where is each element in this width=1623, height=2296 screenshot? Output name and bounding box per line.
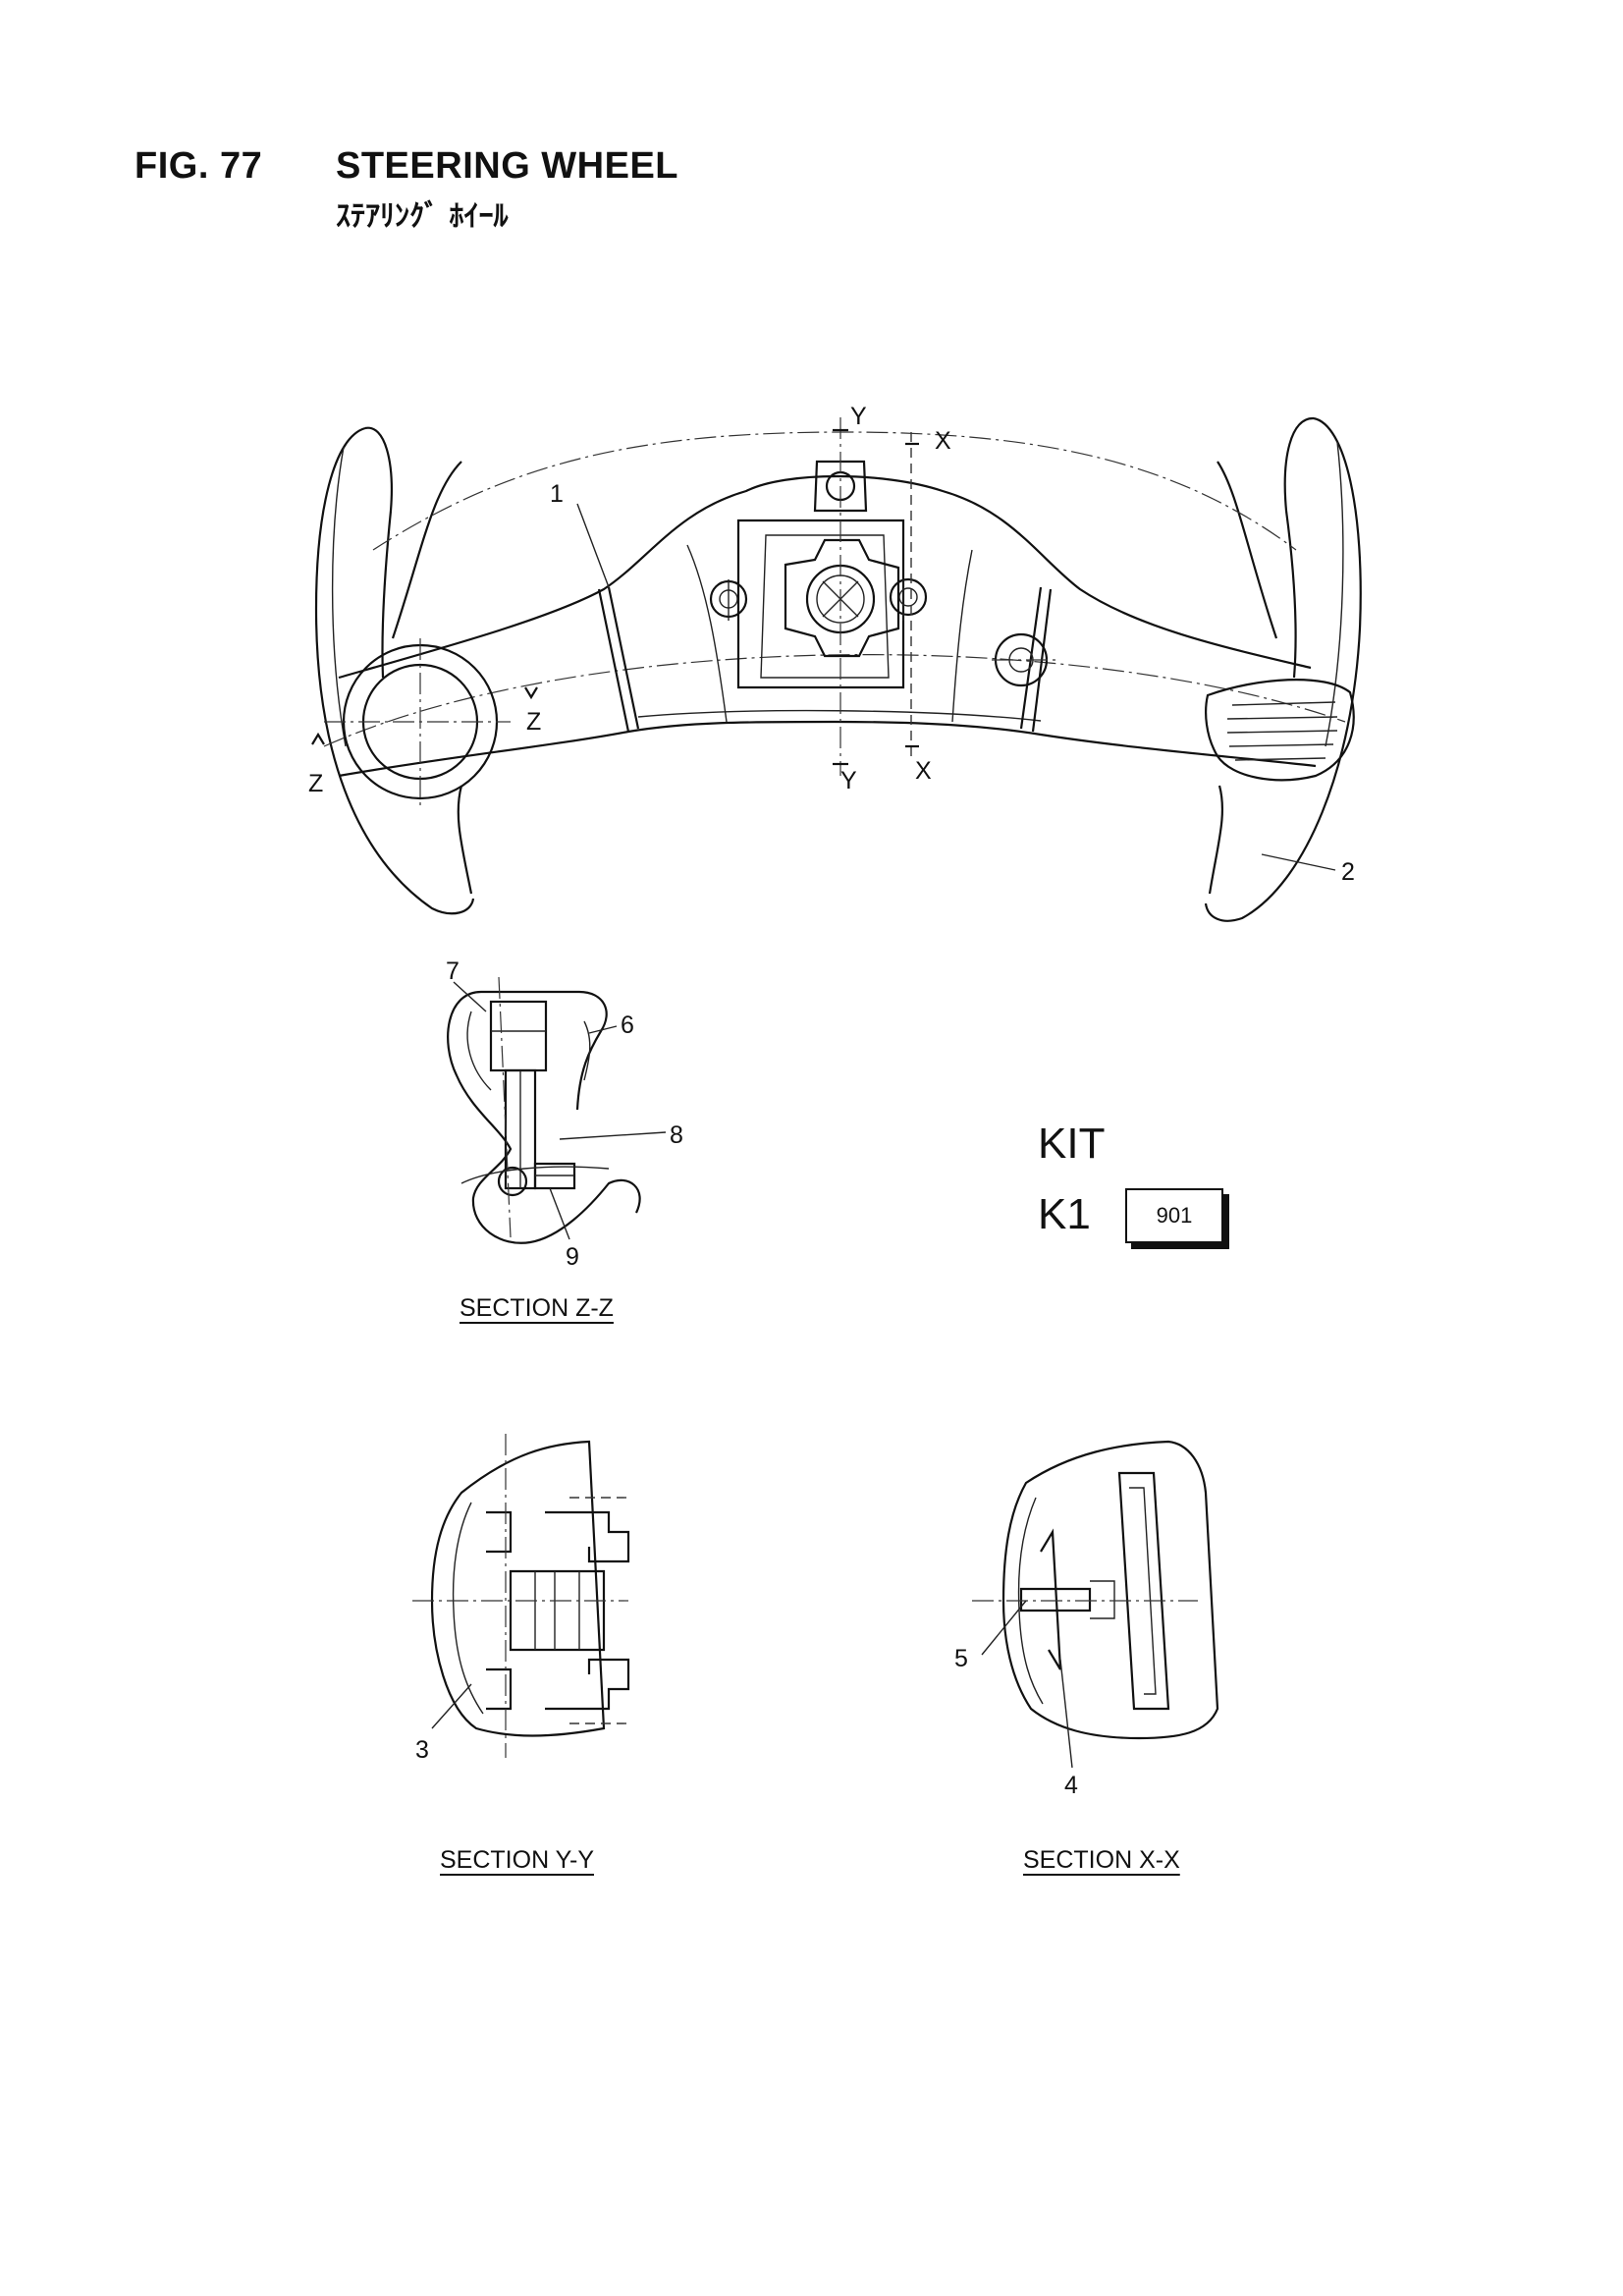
section-mark-y-top: Y — [850, 403, 867, 430]
section-mark-x-bottom: X — [915, 757, 932, 785]
kit-label: KIT — [1038, 1120, 1106, 1168]
steering-wheel-main-view — [311, 416, 1362, 922]
callout-7: 7 — [446, 957, 460, 985]
section-zz-drawing — [447, 976, 667, 1244]
section-mark-z-bottom: Z — [308, 770, 323, 797]
callout-3: 3 — [415, 1736, 429, 1764]
figure-subtitle: ｽﾃｱﾘﾝｸﾞ ﾎｲｰﾙ — [336, 199, 509, 234]
callout-2: 2 — [1341, 858, 1355, 886]
section-yy-drawing — [412, 1434, 630, 1758]
section-mark-y-bottom: Y — [840, 767, 857, 794]
figure-number: FIG. 77 — [135, 145, 263, 187]
section-mark-x-top: X — [935, 427, 951, 455]
callout-8: 8 — [670, 1121, 683, 1149]
figure-title: STEERING WHEEL — [336, 145, 679, 187]
section-yy-caption: SECTION Y-Y — [440, 1846, 594, 1874]
section-mark-z-top: Z — [526, 708, 541, 736]
section-xx-caption: SECTION X-X — [1023, 1846, 1180, 1874]
callout-9: 9 — [566, 1243, 579, 1271]
section-zz-caption: SECTION Z-Z — [460, 1294, 614, 1322]
kit-part-number-box: 901 — [1125, 1188, 1223, 1243]
kit-code: K1 — [1038, 1190, 1091, 1238]
callout-5: 5 — [954, 1645, 968, 1672]
callout-1: 1 — [550, 480, 564, 508]
section-xx-drawing — [972, 1440, 1219, 1769]
callout-6: 6 — [621, 1011, 634, 1039]
callout-4: 4 — [1064, 1772, 1078, 1799]
